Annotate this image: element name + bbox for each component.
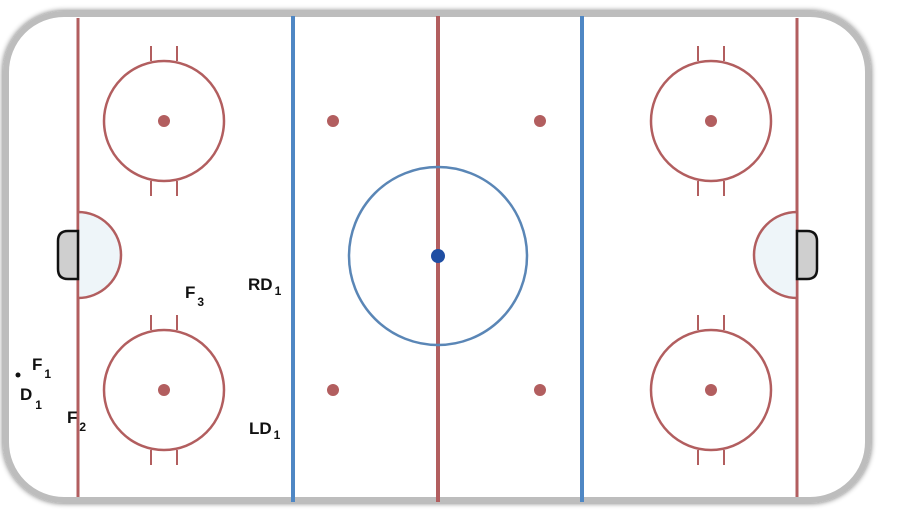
faceoff-circle-left-bottom: [102, 315, 226, 465]
player-label-d1: D1: [20, 385, 42, 412]
right-goal-net: [795, 229, 819, 281]
faceoff-circle-left-top: [102, 46, 226, 196]
faceoff-circle-right-top: [649, 46, 773, 196]
neutral-zone-dot: [534, 115, 546, 127]
neutral-zone-dot: [327, 115, 339, 127]
left-goal-net: [56, 229, 80, 281]
center-faceoff-circle: [347, 165, 529, 347]
puck-marker: [15, 372, 21, 378]
neutral-zone-dot: [534, 384, 546, 396]
left-goal-crease: [76, 210, 123, 300]
faceoff-circle-right-bottom: [649, 315, 773, 465]
neutral-zone-dot: [327, 384, 339, 396]
center-faceoff-dot: [431, 249, 445, 263]
right-goal-crease: [752, 210, 799, 300]
